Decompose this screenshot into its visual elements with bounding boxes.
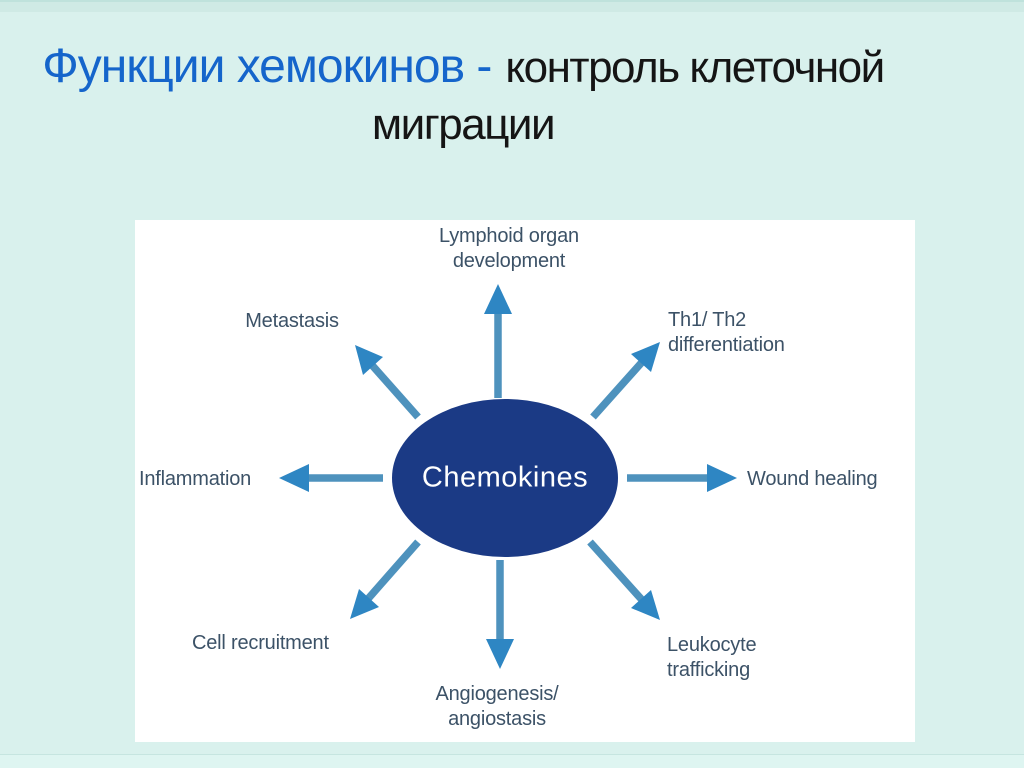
arrow-left-icon bbox=[279, 464, 383, 492]
node-label-line: differentiation bbox=[668, 334, 785, 356]
node-label-line: Leukocyte bbox=[667, 634, 757, 656]
node-label-line: Metastasis bbox=[245, 310, 339, 332]
node-wound-healing: Wound healing bbox=[747, 467, 878, 492]
node-label-line: Cell recruitment bbox=[192, 632, 329, 654]
arrow-down-left-icon bbox=[350, 539, 421, 619]
node-cell-recruitment: Cell recruitment bbox=[192, 631, 329, 656]
node-label-line: Inflammation bbox=[139, 468, 252, 490]
node-label-line: trafficking bbox=[667, 659, 751, 681]
node-label-line: Lymphoid organ bbox=[439, 225, 579, 247]
arrow-right-icon bbox=[627, 464, 737, 492]
title-part-blue: Функции хемокинов - bbox=[42, 40, 492, 93]
node-inflammation: Inflammation bbox=[139, 467, 251, 492]
node-th1-th2-differentiation: Th1/ Th2 differentiation bbox=[668, 308, 785, 358]
title-line-2: миграции bbox=[371, 100, 556, 149]
node-lymphoid-organ-development: Lymphoid organ development bbox=[439, 224, 579, 274]
slide-top-edge bbox=[0, 0, 1024, 12]
node-label-line: Th1/ Th2 bbox=[668, 309, 747, 331]
arrow-up-left-icon bbox=[355, 345, 421, 420]
title-part-black: контроль клеточной bbox=[505, 43, 885, 92]
arrow-down-icon bbox=[486, 560, 514, 669]
node-label-line: development bbox=[452, 250, 566, 272]
chemokines-label: Chemokines bbox=[421, 461, 589, 494]
node-label-line: Wound healing bbox=[747, 468, 878, 490]
chemokines-diagram bbox=[279, 284, 737, 669]
slide-bottom-edge bbox=[0, 754, 1024, 768]
arrow-up-right-icon bbox=[590, 342, 660, 420]
chemokines-ellipse bbox=[392, 399, 618, 557]
arrow-down-right-icon bbox=[587, 539, 660, 620]
arrow-up-icon bbox=[484, 284, 512, 398]
title-line-1: Функции хемокинов - контроль клеточной bbox=[0, 42, 926, 103]
diagram-card: Chemokines Lymphoid organ development Th… bbox=[135, 220, 915, 742]
node-angiogenesis-angiostasis: Angiogenesis/ angiostasis bbox=[435, 682, 558, 732]
slide-title: Функции хемокинов - контроль клеточной ми… bbox=[0, 42, 926, 147]
node-metastasis: Metastasis bbox=[245, 309, 339, 334]
node-leukocyte-trafficking: Leukocyte trafficking bbox=[667, 633, 757, 683]
node-label-line: Angiogenesis/ bbox=[435, 683, 559, 705]
node-label-line: angiostasis bbox=[448, 708, 546, 730]
